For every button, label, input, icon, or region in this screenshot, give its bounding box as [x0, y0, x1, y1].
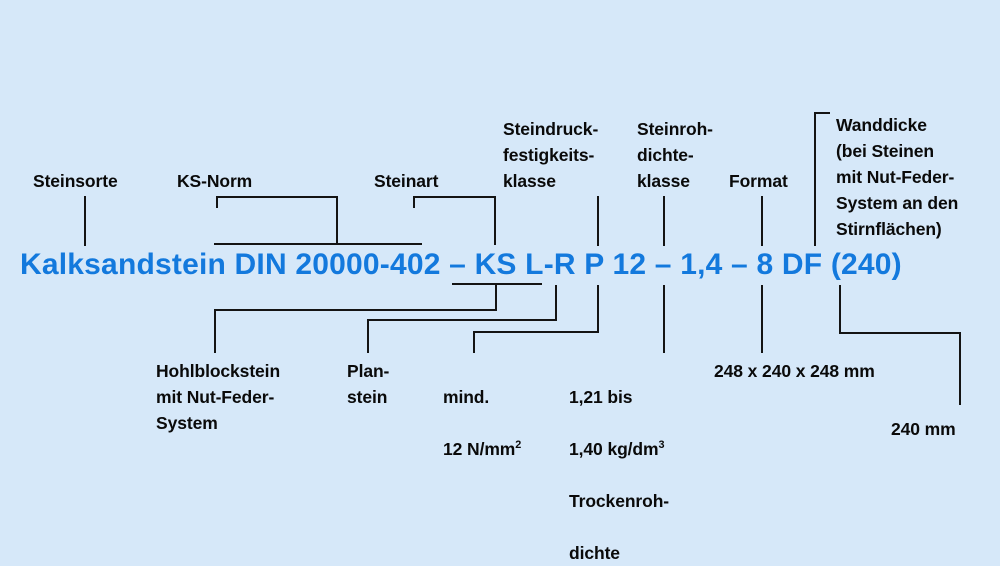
- festigkeit-value: 12: [443, 439, 463, 459]
- top-label-steinrohdichteklasse: Steinroh- dichte- klasse: [637, 119, 713, 191]
- connector-ks-norm-top: [216, 196, 338, 198]
- bottom-label-trockenrohdichte: 1,21 bis 1,40 kg/dm3 Trockenroh- dichte: [569, 358, 669, 566]
- designation-line: Kalksandstein DIN 20000-402 – KS L-R P 1…: [20, 248, 902, 281]
- trockenrohdichte-line1: 1,21 bis: [569, 387, 633, 407]
- top-label-steinsorte: Steinsorte: [33, 171, 118, 191]
- top-label-steinart: Steinart: [374, 171, 439, 191]
- underline-norm: [214, 243, 422, 245]
- connector-steinart-drop: [494, 196, 496, 245]
- top-label-steindruckfestigkeitsklasse: Steindruck- festigkeits- klasse: [503, 119, 599, 191]
- top-label-ks-norm: KS-Norm: [177, 171, 253, 191]
- connector-trockenrohdichte: [663, 285, 665, 353]
- connector-steinart-stub: [413, 196, 415, 208]
- trockenrohdichte-value: 1,40: [569, 439, 603, 459]
- bottom-label-wanddickewert: 240 mm: [891, 419, 956, 439]
- connector-festigkeit-drop: [473, 331, 475, 353]
- connector-wanddicke-drop: [814, 112, 816, 246]
- bottom-label-festigkeit: mind. 12 N/mm2: [443, 358, 521, 462]
- trockenrohdichte-line4: dichte: [569, 543, 620, 563]
- connector-planstein-drop: [367, 319, 369, 353]
- connector-planstein-riser: [555, 285, 557, 321]
- connector-format: [761, 196, 763, 246]
- connector-wanddicke-tick: [814, 112, 830, 114]
- connector-hohlblockstein-drop: [214, 309, 216, 353]
- connector-hohlblockstein-h: [214, 309, 497, 311]
- festigkeit-exponent: 2: [515, 439, 522, 452]
- connector-ks-norm-stub: [216, 196, 218, 208]
- connector-steindruckfestigkeitsklasse: [597, 196, 599, 246]
- festigkeit-line1: mind.: [443, 387, 490, 407]
- connector-planstein-h: [367, 319, 557, 321]
- connector-festigkeit-h: [473, 331, 599, 333]
- connector-ks-norm-drop: [336, 196, 338, 244]
- connector-hohlblockstein-riser: [495, 283, 497, 311]
- bottom-label-abmessungen: 248 x 240 x 248 mm: [714, 361, 875, 381]
- trockenrohdichte-exponent: 3: [658, 439, 665, 452]
- connector-wanddickewert-h: [839, 332, 961, 334]
- bottom-label-planstein: Plan- stein: [347, 361, 390, 407]
- connector-steinart-top: [413, 196, 495, 198]
- connector-steinrohdichteklasse: [663, 196, 665, 246]
- connector-wanddickewert-riser: [839, 285, 841, 334]
- connector-abmessungen: [761, 285, 763, 353]
- underline-steinart: [452, 283, 542, 285]
- connector-steinsorte: [84, 196, 86, 246]
- trockenrohdichte-unit: kg/dm: [607, 439, 659, 459]
- connector-festigkeit-riser: [597, 285, 599, 333]
- top-label-wanddicke: Wanddicke (bei Steinen mit Nut-Feder- Sy…: [836, 115, 959, 239]
- connector-wanddickewert-drop: [959, 332, 961, 405]
- festigkeit-unit: N/mm: [467, 439, 516, 459]
- trockenrohdichte-line3: Trockenroh-: [569, 491, 670, 511]
- top-label-format: Format: [729, 171, 788, 191]
- bottom-label-hohlblockstein: Hohlblockstein mit Nut-Feder- System: [156, 361, 281, 433]
